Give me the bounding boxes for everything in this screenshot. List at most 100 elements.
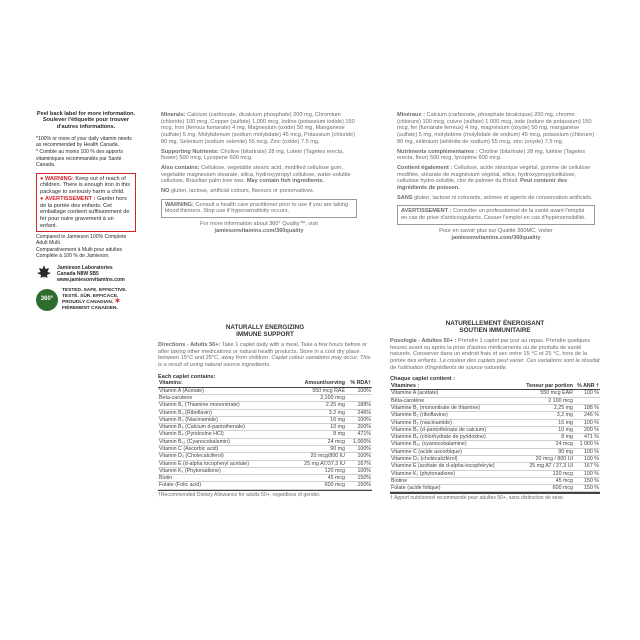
minerals-en: Minerals: Calcium (carbonate, dicalcium … — [161, 112, 357, 146]
nutrient-name: Vitamin D₃ (Cholecalciferol) — [158, 452, 287, 461]
col-pct: % ANR † — [574, 383, 600, 391]
no-text: gluten, lactose, artificial colours, fla… — [170, 188, 315, 195]
nutrient-amount: 16 mg — [286, 416, 346, 425]
nutrient-amount: 24 mcg — [286, 438, 346, 447]
nutrient-name: Vitamin B₃ (Niacinamide) — [158, 416, 287, 425]
heading-line-1: NATURELLEMENT ÉNERGISANT — [445, 320, 545, 327]
maple-leaf-icon — [36, 264, 54, 279]
english-lower-panel: NATURALLY ENERGIZING IMMUNE SUPPORT Dire… — [158, 324, 372, 498]
nutrient-amount: 10 mg — [286, 423, 346, 432]
nutrient-name: Vitamine B₃ (niacinamide) — [390, 419, 516, 427]
nutrient-amount: 16 mg — [515, 419, 574, 427]
footnote-fr: * Combie au moins 100 % des apports vita… — [36, 149, 123, 168]
info-line: For more information about 360° Quality™… — [200, 221, 318, 228]
nutrient-name: Vitamine A (acétate) — [390, 389, 516, 398]
nutrient-amount: 20 mcg / 800 UI — [515, 455, 574, 464]
nutrient-amount: 90 mg — [286, 445, 346, 454]
nutrient-pct: 200 % — [574, 426, 600, 435]
warning-en-label: WARNING: — [44, 175, 74, 182]
heading-line-2: IMMUNE SUPPORT — [236, 331, 294, 339]
directions-text: Take 1 caplet daily with a meal. Take a … — [158, 341, 367, 362]
table-row: Vitamin D₃ (Cholecalciferol)20 mcg/800 I… — [158, 452, 372, 461]
nutrient-amount: 120 mcg — [515, 470, 574, 478]
minerals-label: Minerals: — [161, 112, 186, 118]
table-footnote: †Recommended Dietary Allowance for adult… — [158, 492, 321, 499]
nutrient-amount: 2,25 mg — [515, 404, 574, 413]
nutrient-pct: 1 000 % — [574, 440, 600, 449]
table-row: Vitamine B₆ (chlorhydrate de pyridoxine)… — [390, 433, 600, 442]
compare-en: Compared to Jamieson 100% Complete Adult… — [36, 234, 127, 247]
nutrient-pct: 100% — [346, 387, 372, 395]
table-row: Vitamine D₃ (cholécalciférol)20 mcg / 80… — [390, 455, 600, 464]
nutrient-name: Vitamine B₅ (d-pantothénate de calcium) — [390, 426, 516, 435]
nutrient-name: Bêta-carotène — [390, 397, 516, 405]
supporting-text: Choline (bitartrate) 28 mg, Lutein (Tage… — [161, 148, 344, 162]
nutrient-pct: 100 % — [574, 448, 600, 457]
nutrient-name: Vitamin B₁₂ (Cyanocobalamin) — [158, 438, 287, 447]
directions-italic: La couleur des caplets peut varier. Ces … — [390, 357, 600, 371]
warning-fr: ● AVERTISSEMENT : Garder hors de la port… — [40, 196, 132, 230]
nutrient-amount: 120 mcg — [286, 467, 346, 476]
footnote-en: *100% or more of your daily vitamin need… — [36, 136, 132, 149]
nutrient-pct: 188% — [346, 401, 372, 410]
col-amount: Amount/serving — [286, 380, 346, 388]
col-vitamins: Vitamins: — [158, 380, 287, 388]
nutrient-amount: 550 mcg RAE — [286, 387, 346, 395]
no-label: NO — [161, 188, 170, 195]
nutrient-pct: 100 % — [574, 470, 600, 478]
table-title: Chaque caplet contient : — [390, 376, 455, 383]
directions-label: Directions - Adults 50+: — [158, 341, 221, 348]
col-pct: % RDA† — [346, 380, 372, 388]
directions-text: Prendre 1 caplet par jour au repas. Pren… — [390, 337, 591, 364]
nutrient-name: Vitamine C (acide ascorbique) — [390, 448, 516, 457]
nutrient-name: Vitamin B₁ (Thiamine mononitrate) — [158, 401, 287, 410]
nutrient-pct: 150 % — [574, 477, 600, 486]
nutrient-amount: 45 mcg — [515, 477, 574, 486]
nutrient-pct: 100 % — [574, 419, 600, 427]
fish-note: Peut contenir des ingrédients de poisson… — [397, 178, 568, 192]
compare-fr: Comparativement à Multi pour adultes Com… — [36, 246, 123, 259]
nutrient-name: Vitamin E (d-alpha tocopheryl acetate) — [158, 460, 287, 468]
directions-italic: Caplet colour variations may occur. This… — [158, 355, 371, 368]
heading-line-1: NATURALLY ENERGIZING — [225, 324, 305, 331]
warning-box-fr: AVERTISSEMENT : Consulter un professionn… — [397, 205, 595, 225]
nutrient-name: Vitamine D₃ (cholécalciférol) — [390, 455, 516, 464]
nutrient-pct: 1,000% — [346, 438, 372, 447]
french-lower-panel: NATURELLEMENT ÉNERGISANT SOUTIEN IMMUNIT… — [390, 320, 600, 501]
also-en: Also contains: Cellulose, vegetable stea… — [161, 165, 357, 185]
warning-dot-icon: ● — [40, 175, 44, 182]
warning-fr-label: AVERTISSEMENT : — [44, 195, 96, 202]
nutrient-amount: 24 mcg — [515, 440, 574, 449]
nutrient-pct: 188 % — [574, 404, 600, 413]
table-footnote: † Apport nutritionnel recommandé pour ad… — [390, 494, 565, 501]
nutrient-name: Vitamin A (Acetate) — [158, 387, 287, 395]
directions-en: Directions - Adults 50+: Take 1 caplet d… — [158, 342, 372, 369]
nutrient-pct: 100% — [346, 467, 372, 476]
nutrient-amount: 3,2 mg — [515, 411, 574, 420]
supporting-fr: Nutriments complémentaires : Choline (bi… — [397, 149, 595, 162]
nutrient-pct: 167 % — [574, 462, 600, 471]
no-en: NO gluten, lactose, artificial colours, … — [161, 188, 357, 195]
seal-360-icon: 360° — [36, 288, 58, 311]
nutrient-amount: 25 mg AT / 37,3 UI — [515, 462, 574, 471]
no-fr: SANS gluten, lactose ni colorants, arôme… — [397, 195, 595, 202]
nutrient-name: Vitamine E (acétate de d-alpha-tocophéry… — [390, 462, 516, 471]
company-name: Jamieson Laboratories — [57, 264, 113, 271]
no-label: SANS — [397, 194, 413, 201]
nutrient-name: Vitamine B₁₂ (cyanocobalamine) — [390, 440, 516, 449]
maple-leaf-red-icon: ✶ — [114, 298, 121, 306]
col-amount: Teneur par portion — [515, 383, 574, 391]
nutrient-pct: 246% — [346, 409, 372, 417]
facts-table-en: Vitamins: Amount/serving % RDA† Vitamin … — [158, 380, 372, 490]
nutrient-name: Biotine — [390, 477, 516, 486]
nutrient-pct: 471% — [346, 430, 372, 439]
nutrient-name: Vitamine B₁ (mononitrate de thiamine) — [390, 404, 516, 413]
